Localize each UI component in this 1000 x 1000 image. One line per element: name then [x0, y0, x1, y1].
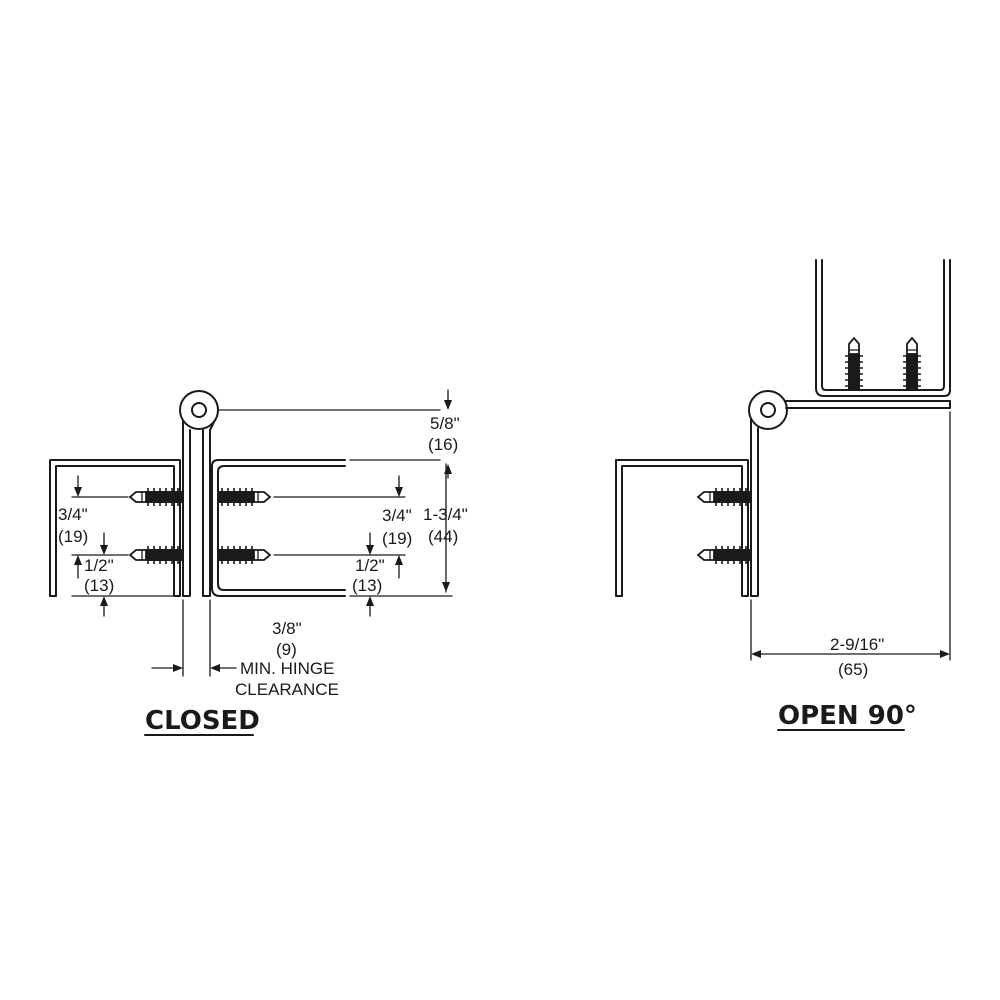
open-hinge-pin-icon	[760, 402, 776, 418]
open-screw-up-left	[844, 337, 864, 391]
closed-view: 5/8" (16) 1-3/4" (44) 3/4" (19) 1/2" (13…	[49, 389, 468, 736]
right-lower-dim-in: 1/2"	[355, 556, 385, 575]
left-lower-dim-in: 1/2"	[84, 556, 114, 575]
clearance-label-line1: MIN. HINGE	[240, 659, 334, 678]
open-screw-up-right	[902, 337, 922, 391]
screw-right-upper	[217, 487, 271, 507]
right-upper-dim-mm: (19)	[382, 529, 412, 548]
clearance-dim-mm: (9)	[276, 640, 297, 659]
right-door-channel	[211, 459, 346, 597]
left-frame-channel	[49, 459, 181, 597]
open-width-dim-mm: (65)	[838, 660, 868, 679]
open-view: 2-9/16" (65) OPEN 90°	[615, 259, 951, 731]
clearance-label-line2: CLEARANCE	[235, 680, 339, 699]
left-hinge-leaf	[182, 417, 191, 597]
knuckle-dim-in: 5/8"	[430, 414, 460, 433]
right-hinge-leaf	[202, 417, 217, 597]
leaf-dim-in: 1-3/4"	[423, 505, 468, 524]
hinge-pin-icon	[191, 402, 207, 418]
leaf-dim-mm: (44)	[428, 527, 458, 546]
closed-title: CLOSED	[145, 706, 260, 736]
open-title: OPEN 90°	[778, 701, 917, 731]
knuckle-dim-mm: (16)	[428, 435, 458, 454]
left-upper-dim-in: 3/4"	[58, 505, 88, 524]
open-left-frame-channel	[615, 459, 749, 597]
open-door-channel	[815, 259, 951, 397]
screw-right-lower	[217, 545, 271, 565]
open-width-dim-in: 2-9/16"	[830, 635, 884, 654]
left-upper-dim-mm: (19)	[58, 527, 88, 546]
right-upper-dim-in: 3/4"	[382, 506, 412, 525]
left-lower-dim-mm: (13)	[84, 576, 114, 595]
open-horizontal-leaf	[785, 400, 951, 409]
right-lower-dim-mm: (13)	[352, 576, 382, 595]
open-vertical-leaf	[750, 417, 759, 597]
clearance-dim-in: 3/8"	[272, 619, 302, 638]
